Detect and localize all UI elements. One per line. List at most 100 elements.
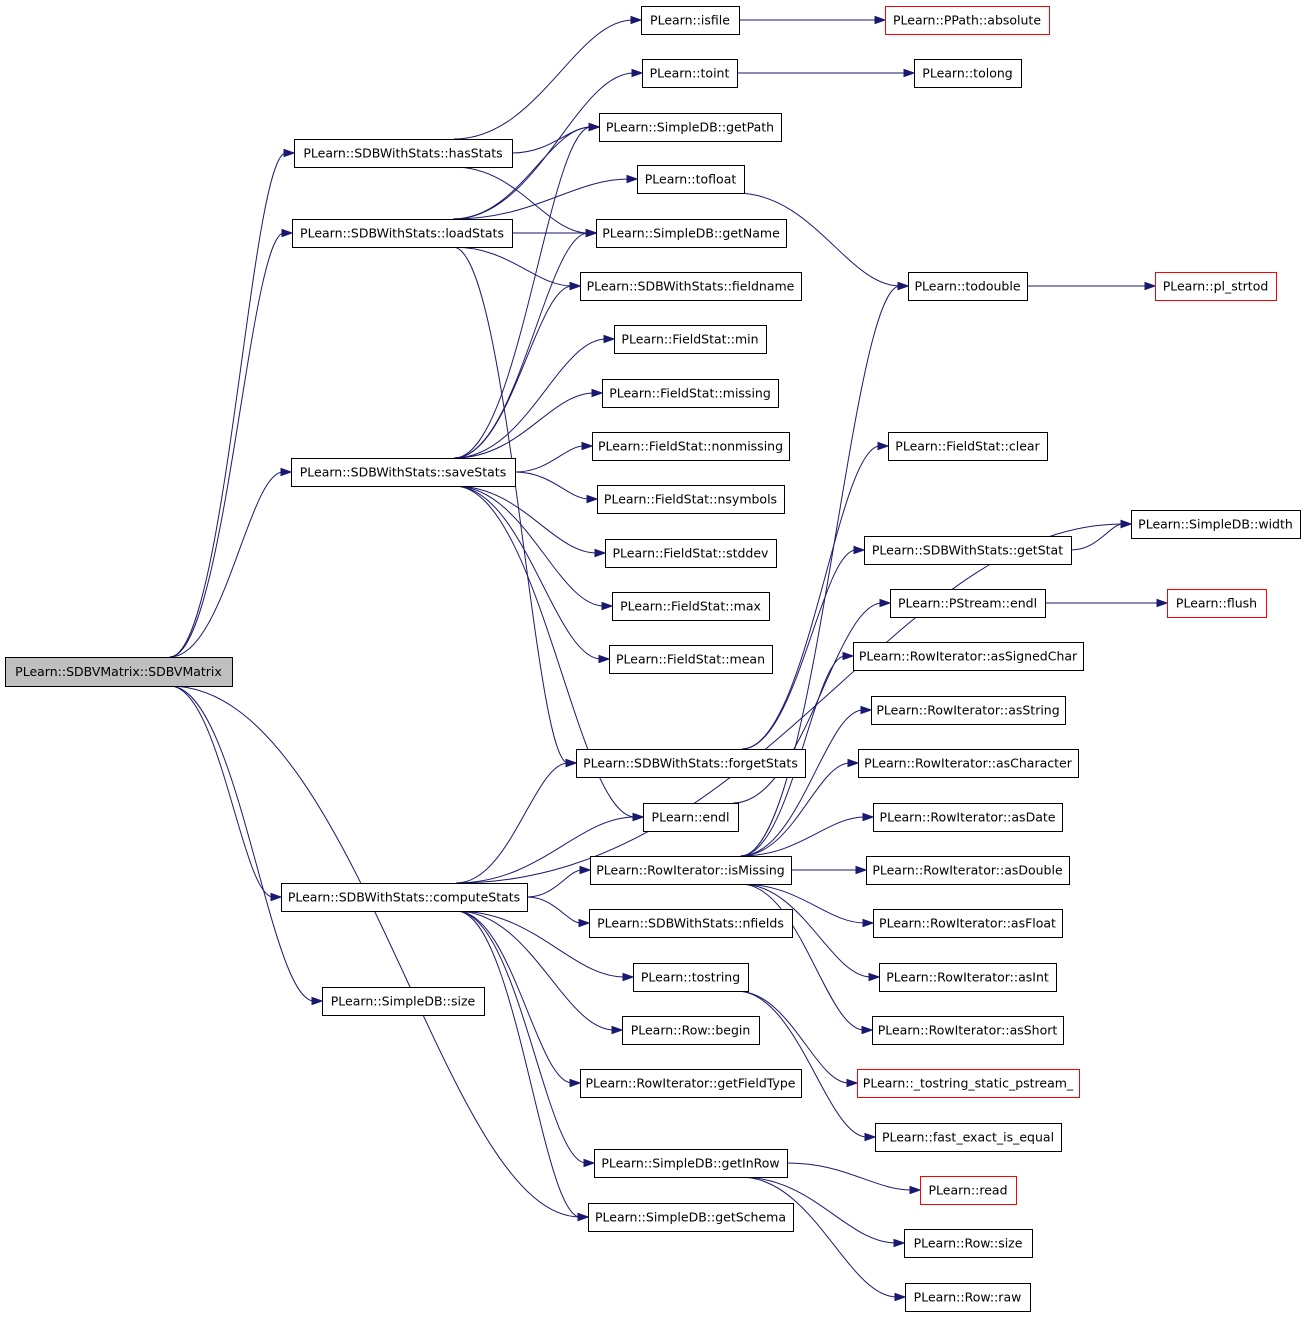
node-box-save-stats [291, 458, 516, 487]
node-fs-missing[interactable]: PLearn::FieldStat::missing [602, 379, 779, 408]
node-box-fieldname [580, 272, 802, 301]
node-row-raw[interactable]: PLearn::Row::raw [905, 1283, 1031, 1312]
edge-load-stats-to-tofloat [452, 178, 630, 220]
node-label-row-begin: PLearn::Row::begin [631, 1023, 751, 1038]
node-label-endl: PLearn::endl [652, 810, 730, 825]
node-load-stats[interactable]: PLearn::SDBWithStats::loadStats [292, 219, 513, 248]
node-fieldname[interactable]: PLearn::SDBWithStats::fieldname [580, 272, 802, 301]
node-tostring-static[interactable]: PLearn::_tostring_static_pstream_ [857, 1069, 1080, 1098]
node-pstream-endl[interactable]: PLearn::PStream::endl [890, 589, 1046, 618]
node-box-as-short [872, 1016, 1064, 1045]
node-todouble[interactable]: PLearn::todouble [908, 272, 1028, 301]
node-flush[interactable]: PLearn::flush [1167, 589, 1267, 618]
arrowhead-isfile [630, 15, 643, 25]
node-fs-nonmissing[interactable]: PLearn::FieldStat::nonmissing [592, 432, 790, 461]
node-row-size[interactable]: PLearn::Row::size [904, 1229, 1033, 1258]
node-as-string[interactable]: PLearn::RowIterator::asString [871, 696, 1066, 725]
node-label-get-in-row: PLearn::SimpleDB::getInRow [601, 1156, 779, 1171]
node-fs-clear[interactable]: PLearn::FieldStat::clear [888, 432, 1048, 461]
node-endl[interactable]: PLearn::endl [643, 803, 739, 832]
node-box-toint [642, 59, 738, 88]
node-tostring[interactable]: PLearn::tostring [633, 963, 749, 992]
node-save-stats[interactable]: PLearn::SDBWithStats::saveStats [291, 458, 516, 487]
node-label-forget-stats: PLearn::SDBWithStats::forgetStats [583, 756, 798, 771]
node-as-short[interactable]: PLearn::RowIterator::asShort [872, 1016, 1064, 1045]
node-fast-exact[interactable]: PLearn::fast_exact_is_equal [875, 1123, 1062, 1152]
node-fs-mean[interactable]: PLearn::FieldStat::mean [609, 645, 773, 674]
node-get-stat[interactable]: PLearn::SDBWithStats::getStat [864, 536, 1072, 565]
node-as-character[interactable]: PLearn::RowIterator::asCharacter [858, 749, 1079, 778]
node-label-tostring-static: PLearn::_tostring_static_pstream_ [863, 1076, 1074, 1091]
node-read[interactable]: PLearn::read [920, 1176, 1017, 1205]
node-box-absolute [885, 6, 1050, 35]
arrowhead-fs-nsymbols [586, 494, 599, 504]
node-isfile[interactable]: PLearn::isfile [641, 6, 740, 35]
node-box-forget-stats [576, 749, 806, 778]
arrowhead-fieldname [569, 281, 582, 291]
node-label-fs-missing: PLearn::FieldStat::missing [609, 386, 771, 401]
node-label-pl-strtod: PLearn::pl_strtod [1163, 279, 1269, 294]
node-tofloat[interactable]: PLearn::tofloat [637, 165, 745, 194]
edge-save-stats-to-fs-missing [454, 392, 595, 459]
node-fs-stddev[interactable]: PLearn::FieldStat::stddev [605, 539, 777, 568]
node-width[interactable]: PLearn::SimpleDB::width [1131, 510, 1301, 539]
node-as-signed-char[interactable]: PLearn::RowIterator::asSignedChar [853, 642, 1084, 671]
arrowhead-get-stat [853, 545, 866, 555]
node-label-load-stats: PLearn::SDBWithStats::loadStats [300, 226, 504, 241]
node-as-double[interactable]: PLearn::RowIterator::asDouble [866, 856, 1070, 885]
node-box-read [920, 1176, 1017, 1205]
node-label-fs-max: PLearn::FieldStat::max [620, 599, 761, 614]
arrowhead-load-stats [281, 228, 294, 238]
node-label-fs-min: PLearn::FieldStat::min [621, 332, 758, 347]
arrowhead-get-in-row [583, 1158, 596, 1168]
edge-is-missing-to-as-date [740, 816, 866, 857]
node-toint[interactable]: PLearn::toint [642, 59, 738, 88]
node-as-int[interactable]: PLearn::RowIterator::asInt [879, 963, 1057, 992]
node-fs-min[interactable]: PLearn::FieldStat::min [614, 325, 767, 354]
node-get-path[interactable]: PLearn::SimpleDB::getPath [599, 113, 782, 142]
node-is-missing[interactable]: PLearn::RowIterator::isMissing [590, 856, 792, 885]
edge-is-missing-to-as-short [740, 883, 865, 1031]
node-label-get-stat: PLearn::SDBWithStats::getStat [872, 543, 1063, 558]
node-label-as-short: PLearn::RowIterator::asShort [878, 1023, 1058, 1038]
node-pl-strtod[interactable]: PLearn::pl_strtod [1155, 272, 1277, 301]
node-nfields[interactable]: PLearn::SDBWithStats::nfields [589, 909, 793, 938]
node-box-fs-stddev [605, 539, 777, 568]
node-compute-stats[interactable]: PLearn::SDBWithStats::computeStats [281, 883, 528, 912]
node-get-field-type[interactable]: PLearn::RowIterator::getFieldType [580, 1069, 802, 1098]
node-box-flush [1167, 589, 1267, 618]
node-label-flush: PLearn::flush [1176, 596, 1257, 611]
node-get-in-row[interactable]: PLearn::SimpleDB::getInRow [594, 1149, 788, 1178]
node-label-as-float: PLearn::RowIterator::asFloat [879, 916, 1056, 931]
node-fs-max[interactable]: PLearn::FieldStat::max [612, 592, 770, 621]
node-get-name[interactable]: PLearn::SimpleDB::getName [596, 219, 787, 248]
node-box-as-signed-char [853, 642, 1084, 671]
edge-get-stat-to-width [1070, 523, 1124, 551]
edge-load-stats-to-get-path [452, 126, 592, 220]
node-box-fs-min [614, 325, 767, 354]
node-as-float[interactable]: PLearn::RowIterator::asFloat [873, 909, 1063, 938]
arrowhead-pstream-endl [879, 598, 892, 608]
node-get-schema[interactable]: PLearn::SimpleDB::getSchema [588, 1203, 794, 1232]
arrowhead-endl [632, 812, 645, 822]
node-box-pstream-endl [890, 589, 1046, 618]
node-as-date[interactable]: PLearn::RowIterator::asDate [873, 803, 1063, 832]
node-label-fs-nsymbols: PLearn::FieldStat::nsymbols [604, 492, 777, 507]
node-tolong[interactable]: PLearn::tolong [914, 59, 1022, 88]
node-sdb-size[interactable]: PLearn::SimpleDB::size [322, 987, 485, 1016]
node-has-stats[interactable]: PLearn::SDBWithStats::hasStats [294, 139, 513, 168]
node-fs-nsymbols[interactable]: PLearn::FieldStat::nsymbols [597, 485, 785, 514]
edge-save-stats-to-get-path [454, 126, 592, 459]
arrowhead-get-schema [577, 1212, 590, 1222]
edge-sdbvmatrix-to-load-stats [169, 232, 285, 658]
arrowhead-toint [631, 68, 644, 78]
node-row-begin[interactable]: PLearn::Row::begin [622, 1016, 760, 1045]
edge-save-stats-to-fs-min [454, 338, 607, 459]
arrowhead-is-missing [579, 865, 592, 875]
node-forget-stats[interactable]: PLearn::SDBWithStats::forgetStats [576, 749, 806, 778]
edge-save-stats-to-fs-max [454, 485, 605, 607]
node-absolute[interactable]: PLearn::PPath::absolute [885, 6, 1050, 35]
arrowhead-todouble [897, 281, 910, 291]
node-box-row-raw [905, 1283, 1031, 1312]
node-box-todouble [908, 272, 1028, 301]
